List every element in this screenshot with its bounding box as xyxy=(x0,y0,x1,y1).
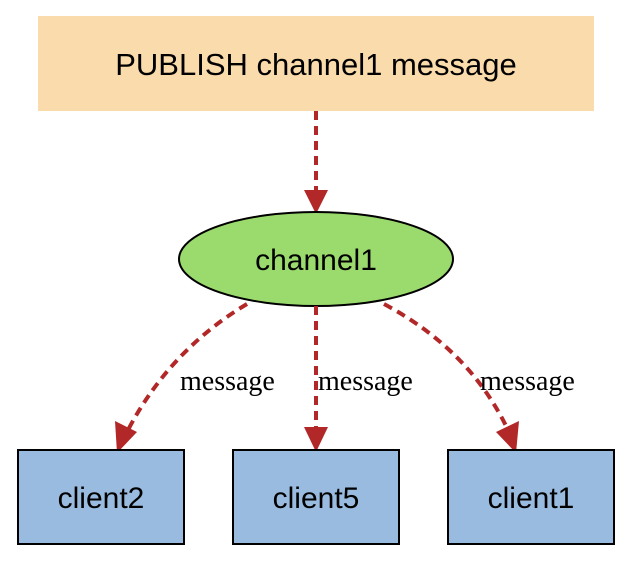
channel-to-client2-edge xyxy=(126,302,249,431)
client1-box xyxy=(447,449,615,545)
client5-label: client5 xyxy=(273,482,360,515)
edge-label-client2: message xyxy=(180,366,275,397)
edge-label-client5: message xyxy=(318,366,413,397)
publish-command-box xyxy=(38,16,594,111)
client2-label: client2 xyxy=(58,482,145,515)
client5-node: client5 xyxy=(232,449,400,545)
client2-box xyxy=(17,449,185,545)
channel-label: channel1 xyxy=(255,244,377,277)
client1-node: client1 xyxy=(447,449,615,545)
publish-command-node: PUBLISH channel1 message xyxy=(38,16,594,111)
client1-label: client1 xyxy=(488,482,575,515)
client5-box xyxy=(232,449,400,545)
publish-command-label: PUBLISH channel1 message xyxy=(115,47,517,82)
client2-node: client2 xyxy=(17,449,185,545)
channel-to-client5-arrowhead xyxy=(304,427,328,452)
channel-node: channel1 xyxy=(178,211,454,307)
edge-label-client1: message xyxy=(480,366,575,397)
publish-to-channel-arrowhead xyxy=(304,190,328,214)
channel-to-client1-arrowhead xyxy=(496,421,519,453)
channel-to-client2-arrowhead xyxy=(115,421,137,453)
channel-to-client1-edge xyxy=(383,302,510,431)
